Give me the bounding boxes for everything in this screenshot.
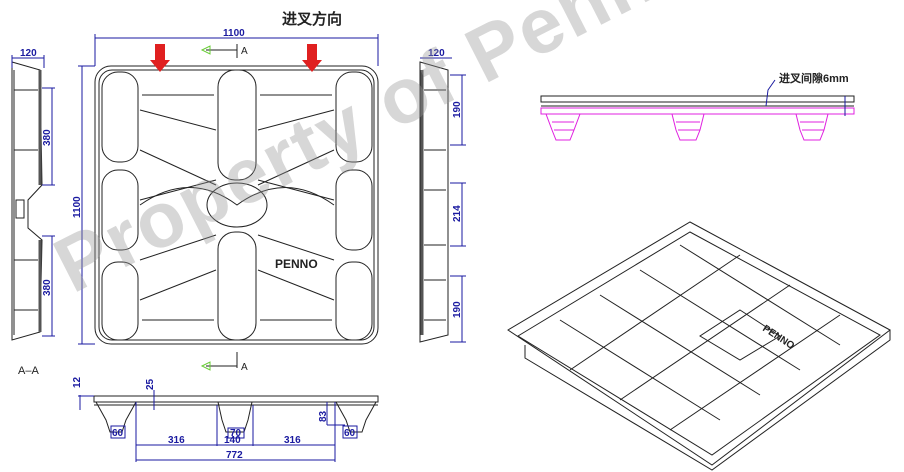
center-span-dim: 140 <box>224 435 241 446</box>
arrow-down-icon <box>150 44 170 72</box>
center-foot-dim: 70 <box>230 428 242 439</box>
section-view-label: A–A <box>18 365 39 377</box>
right-view-width-dim: 120 <box>428 48 445 59</box>
brand-logo-text: PENNO <box>275 257 318 271</box>
drawing-title: 进叉方向 <box>282 10 342 28</box>
left-view-lower-dim: 380 <box>42 279 53 296</box>
top-view-dimensions <box>78 34 379 345</box>
top-view-width-dim: 1100 <box>223 28 245 39</box>
rib-height-dim: 25 <box>145 378 156 390</box>
isometric-pallet-view <box>507 221 891 471</box>
section-label-top: A <box>241 46 248 57</box>
total-span-dim: 772 <box>226 450 243 461</box>
left-side-view <box>11 61 43 341</box>
section-dimensions <box>78 390 358 462</box>
top-view-height-dim: 1100 <box>72 196 83 218</box>
section-view <box>93 395 379 433</box>
left-side-dimensions <box>11 55 55 337</box>
isometric-brand-text: PENNO <box>760 323 796 352</box>
left-span-dim: 316 <box>168 435 185 446</box>
section-marker-bottom <box>200 352 238 371</box>
left-view-upper-dim: 380 <box>42 129 53 146</box>
nested-pallets-view <box>540 79 855 141</box>
right-side-view <box>419 61 449 343</box>
leg-height-dim: 83 <box>318 410 329 422</box>
right-foot-dim: 60 <box>344 428 356 439</box>
right-view-upper-dim: 190 <box>452 101 463 118</box>
left-view-width-dim: 120 <box>20 48 37 59</box>
right-view-middle-dim: 214 <box>452 205 463 222</box>
section-label-bottom: A <box>241 362 248 373</box>
right-view-lower-dim: 190 <box>452 301 463 318</box>
left-foot-dim: 60 <box>112 428 124 439</box>
right-side-dimensions <box>420 57 466 343</box>
right-span-dim: 316 <box>284 435 301 446</box>
arrow-down-icon <box>302 44 322 72</box>
deck-thickness-dim: 12 <box>72 376 83 388</box>
section-marker-top <box>200 44 238 58</box>
fork-gap-label: 进叉间隙6mm <box>779 71 849 85</box>
pallet-top-view <box>94 65 379 345</box>
fork-direction-arrows <box>150 44 322 72</box>
